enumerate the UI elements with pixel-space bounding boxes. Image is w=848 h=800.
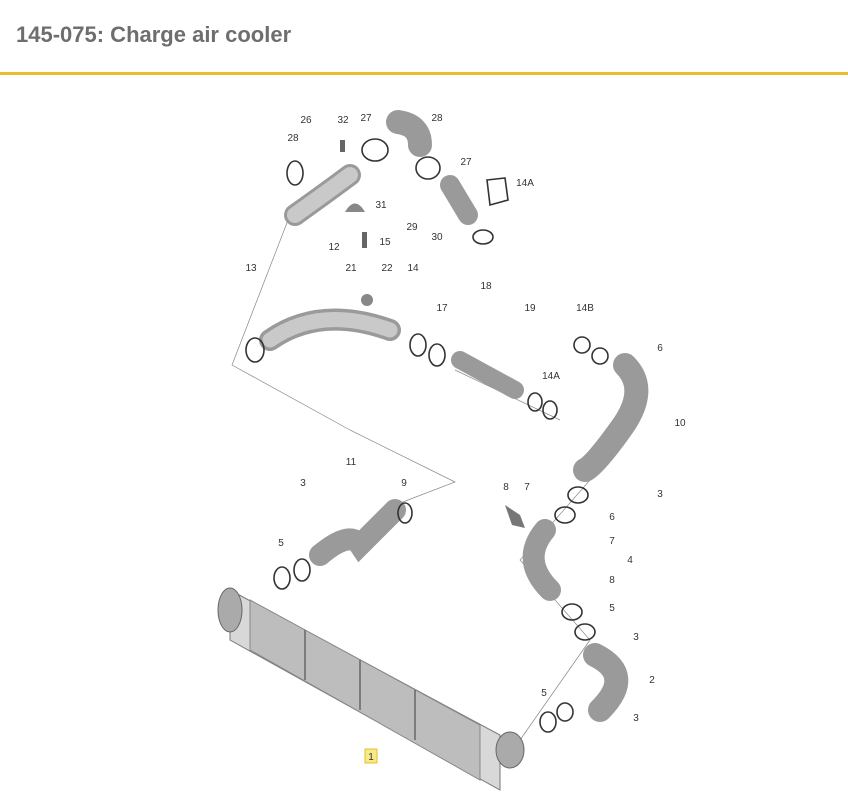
part-label-29[interactable]: 29: [406, 222, 418, 233]
part-label-17[interactable]: 17: [436, 303, 448, 314]
part-label-27[interactable]: 27: [360, 113, 372, 124]
part-label-10[interactable]: 10: [674, 418, 686, 429]
part-label-14[interactable]: 14: [407, 263, 419, 274]
part-label-22[interactable]: 22: [381, 263, 393, 274]
part-label-14B[interactable]: 14B: [576, 303, 594, 314]
part-label-15[interactable]: 15: [379, 237, 391, 248]
part-label-4[interactable]: 4: [627, 555, 633, 566]
part-label-32[interactable]: 32: [337, 115, 349, 126]
part-label-19[interactable]: 19: [524, 303, 536, 314]
part-label-21[interactable]: 21: [345, 263, 357, 274]
part-label-28[interactable]: 28: [431, 113, 443, 124]
part-label-5[interactable]: 5: [278, 538, 284, 549]
part-label-5[interactable]: 5: [541, 688, 547, 699]
parts: [217, 110, 649, 791]
part-label-1[interactable]: 1: [368, 752, 374, 763]
page-title: 145-075: Charge air cooler: [16, 22, 292, 47]
part-label-27[interactable]: 27: [460, 157, 472, 168]
part-label-2[interactable]: 2: [649, 675, 655, 686]
part-label-14A[interactable]: 14A: [516, 178, 534, 189]
part-label-30[interactable]: 30: [431, 232, 443, 243]
part-label-6[interactable]: 6: [609, 512, 615, 523]
part-label-7[interactable]: 7: [524, 482, 530, 493]
charge-air-cooler: [217, 587, 525, 791]
part-label-3[interactable]: 3: [633, 713, 639, 724]
part-label-8[interactable]: 8: [609, 575, 615, 586]
part-label-7[interactable]: 7: [609, 536, 615, 547]
part-label-3[interactable]: 3: [633, 632, 639, 643]
part-label-12[interactable]: 12: [328, 242, 340, 253]
label-highlight: [364, 748, 378, 764]
part-label-11[interactable]: 11: [346, 457, 357, 468]
part-label-31[interactable]: 31: [375, 200, 387, 211]
part-label-26[interactable]: 26: [300, 115, 312, 126]
part-label-3[interactable]: 3: [657, 489, 663, 500]
part-label-5[interactable]: 5: [609, 603, 615, 614]
part-label-18[interactable]: 18: [480, 281, 492, 292]
part-label-28[interactable]: 28: [287, 133, 299, 144]
part-label-8[interactable]: 8: [503, 482, 509, 493]
part-label-13[interactable]: 13: [245, 263, 257, 274]
part-label-6[interactable]: 6: [657, 343, 663, 354]
title-divider: [0, 72, 848, 75]
part-label-14A[interactable]: 14A: [542, 371, 560, 382]
part-label-9[interactable]: 9: [401, 478, 407, 489]
part-label-3[interactable]: 3: [300, 478, 306, 489]
